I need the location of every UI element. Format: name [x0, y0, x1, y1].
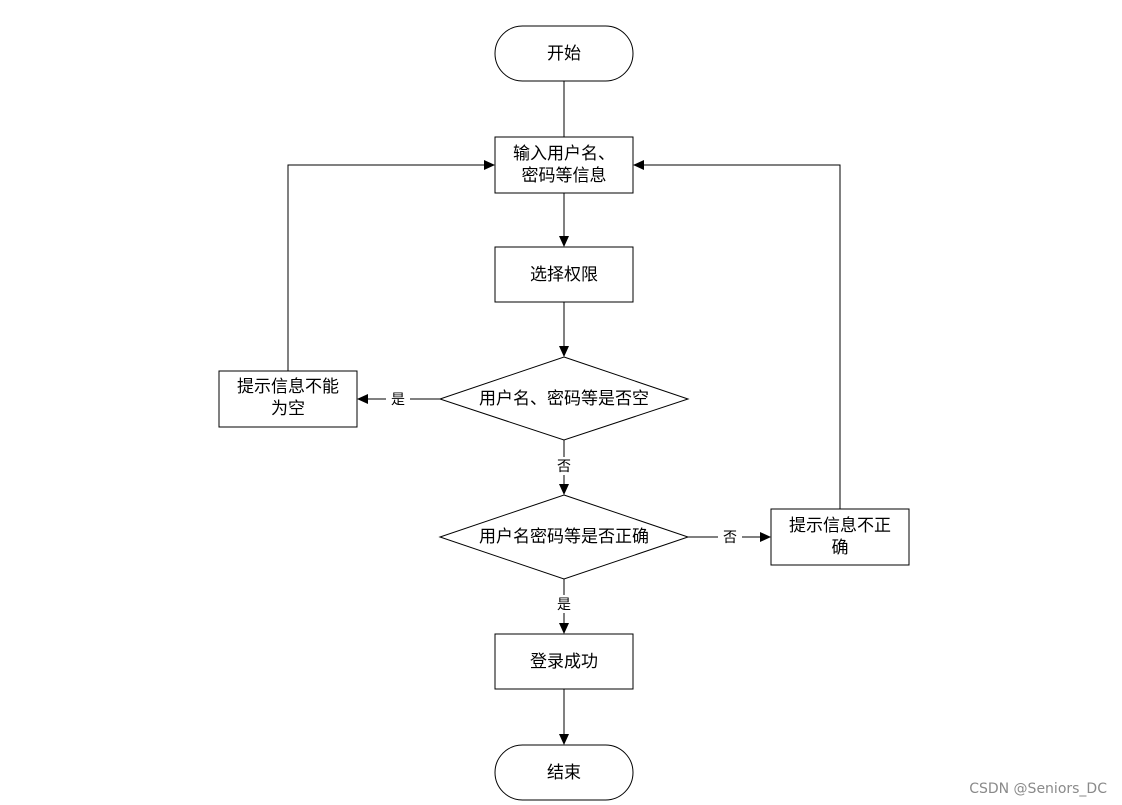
- edge-label-correct-yes: 是: [557, 597, 571, 613]
- wrong-msg-node: 提示信息不正 确: [770, 508, 910, 566]
- arrow-into-check-empty: [559, 346, 569, 357]
- edge-labels: 是 否 否 是: [386, 390, 742, 613]
- empty-msg-node: 提示信息不能 为空: [218, 370, 358, 428]
- select-role-label: 选择权限: [530, 265, 598, 285]
- success-label: 登录成功: [530, 652, 598, 672]
- edge-label-correct-no: 否: [723, 530, 737, 546]
- start-terminator-shape: [494, 25, 634, 82]
- arrow-into-input-left: [484, 160, 495, 170]
- check-correct-node: 用户名密码等是否正确: [438, 494, 690, 580]
- input-label-line-2: 密码等信息: [522, 166, 607, 186]
- arrow-into-select: [559, 236, 569, 247]
- wrong-msg-label-line-1: 提示信息不正: [789, 516, 891, 536]
- edge-label-bg: [386, 390, 410, 408]
- edge-empty-msg-loop: [287, 164, 484, 371]
- check-empty-node: 用户名、密码等是否空: [438, 356, 690, 441]
- check-correct-label: 用户名密码等是否正确: [479, 527, 649, 547]
- arrowheads: [357, 160, 771, 745]
- edge-label-bg: [718, 528, 742, 546]
- wrong-msg-process-shape: [770, 508, 910, 566]
- end-terminator-shape: [494, 744, 634, 801]
- edge-label-empty-no: 否: [557, 459, 571, 475]
- check-correct-decision-shape: [438, 494, 690, 580]
- input-node: 输入用户名、 密码等信息: [494, 136, 634, 194]
- arrow-into-success: [559, 623, 569, 634]
- check-empty-label: 用户名、密码等是否空: [479, 389, 649, 409]
- arrow-into-wrong-msg: [760, 532, 771, 542]
- end-node: 结束: [494, 744, 634, 801]
- arrow-into-empty-msg: [357, 394, 368, 404]
- success-process-shape: [494, 633, 634, 690]
- arrow-into-check-correct: [559, 484, 569, 495]
- success-node: 登录成功: [494, 633, 634, 690]
- edge-label-bg: [554, 595, 574, 613]
- arrow-into-end: [559, 734, 569, 745]
- wrong-msg-label-line-2: 确: [832, 538, 849, 558]
- empty-msg-label-line-1: 提示信息不能: [237, 377, 339, 397]
- arrow-into-input-right: [633, 160, 644, 170]
- input-process-shape: [494, 136, 634, 194]
- select-role-process-shape: [494, 246, 634, 303]
- edge-label-empty-yes: 是: [391, 392, 405, 408]
- start-label: 开始: [547, 44, 581, 64]
- empty-msg-label-line-2: 为空: [271, 399, 305, 419]
- check-empty-decision-shape: [438, 356, 690, 441]
- end-label: 结束: [547, 763, 581, 783]
- select-role-node: 选择权限: [494, 246, 634, 303]
- watermark: CSDN @Seniors_DC: [969, 781, 1107, 797]
- start-node: 开始: [494, 25, 634, 82]
- input-label-line-1: 输入用户名、: [513, 144, 615, 164]
- empty-msg-process-shape: [218, 370, 358, 428]
- edge-label-bg: [554, 457, 574, 475]
- edge-wrong-msg-loop: [644, 164, 841, 509]
